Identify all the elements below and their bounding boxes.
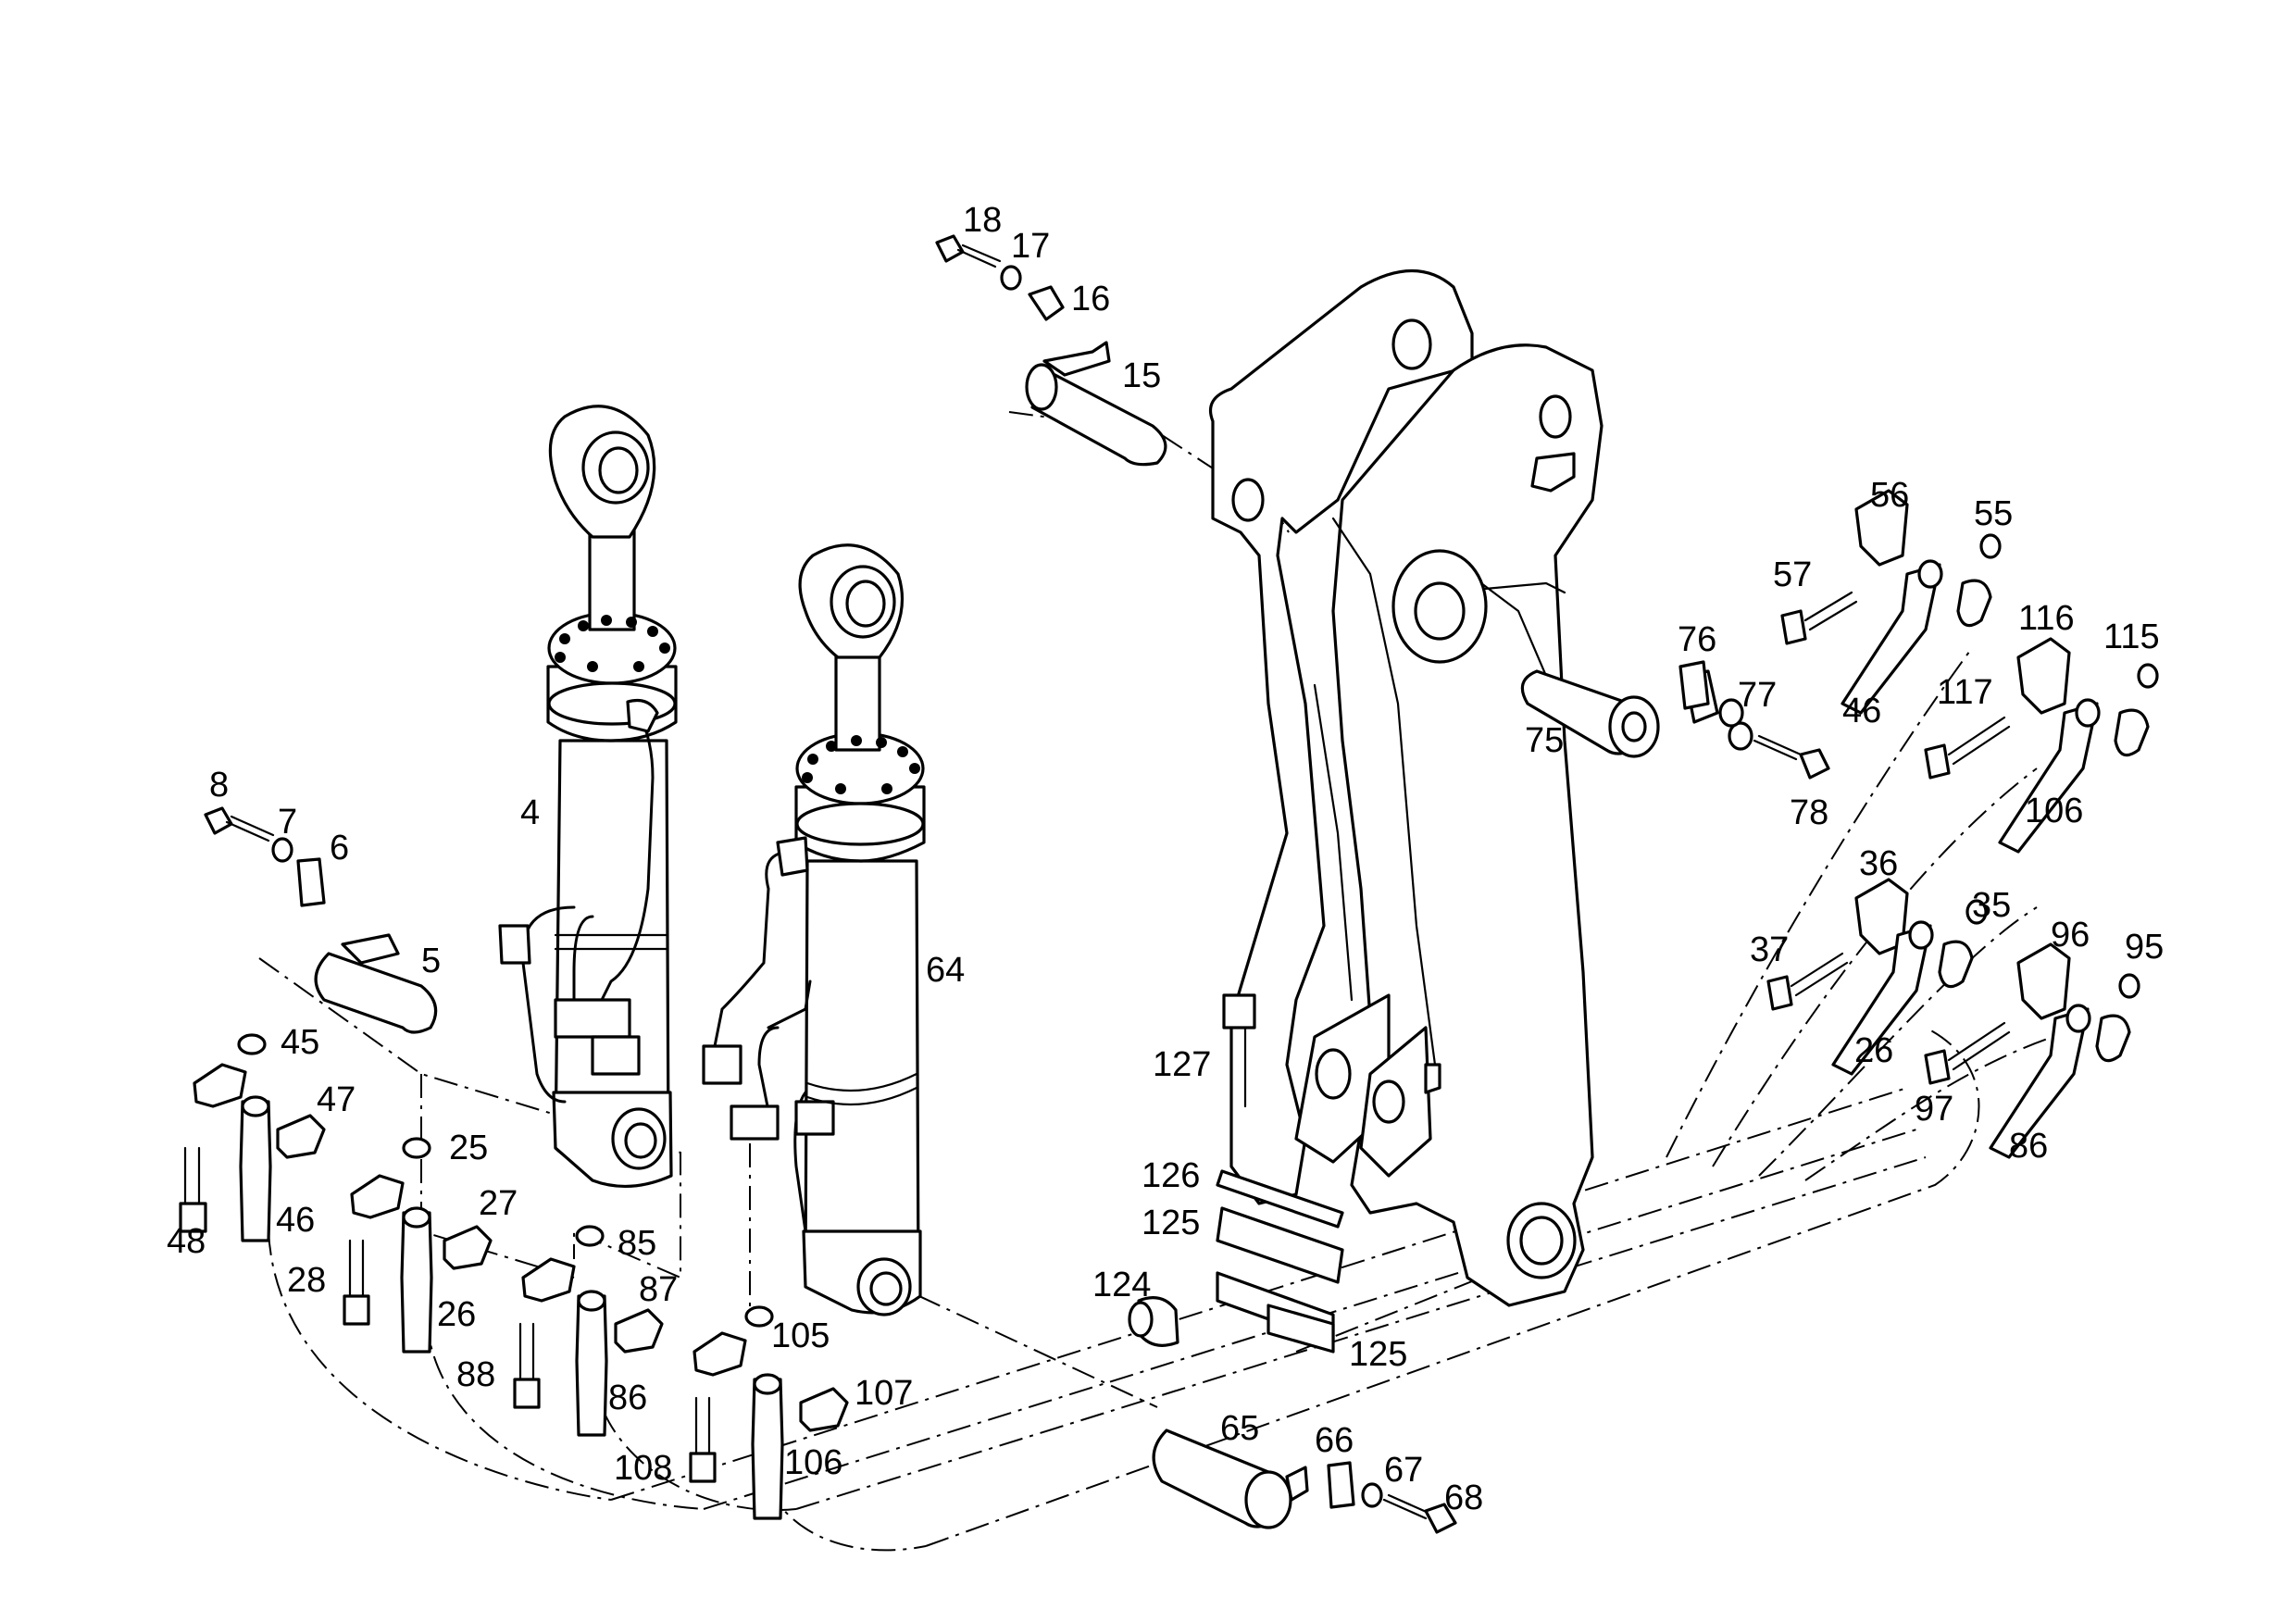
bolt-127-group [1128,993,1344,1354]
callout-106-right: 106 [2025,792,2083,830]
callout-86-left: 86 [608,1379,647,1417]
callout-125-bottom: 125 [1349,1335,1407,1374]
callout-85: 85 [618,1224,656,1263]
boom-frame [1208,269,1603,1307]
hydraulic-cylinder-64 [702,543,926,1316]
hydraulic-cylinder-4 [498,405,678,1188]
callout-65: 65 [1220,1409,1259,1448]
callout-125-top: 125 [1142,1204,1200,1242]
callout-95: 95 [2125,928,2164,967]
pin-5 [314,933,438,1034]
pin-65 [1152,1429,1309,1529]
callout-105: 105 [771,1316,830,1355]
callout-67: 67 [1384,1451,1423,1490]
callout-5: 5 [421,942,441,980]
callout-77: 77 [1738,676,1777,715]
callout-117: 117 [1937,673,1993,712]
clamp-group-36 [1766,878,1988,1076]
callout-45: 45 [281,1023,319,1062]
clamp-group-56 [1780,489,2002,715]
callout-78: 78 [1790,793,1828,832]
bolt-8-group [204,806,326,907]
callout-75: 75 [1525,721,1564,760]
callout-116: 116 [2018,599,2075,638]
callout-26-left: 26 [437,1295,476,1334]
callout-64: 64 [926,951,965,990]
pin-75 [1520,669,1660,758]
callout-37: 37 [1750,930,1789,969]
callout-15: 15 [1122,356,1161,395]
callout-115: 115 [2103,618,2160,656]
clamp-group-96 [1924,942,2140,1159]
callout-16: 16 [1071,280,1110,318]
callout-88: 88 [456,1355,495,1394]
callout-46-left: 46 [276,1201,315,1240]
callout-108: 108 [614,1449,672,1488]
head-bolts-4 [555,615,670,672]
callout-27: 27 [479,1184,518,1223]
callout-96: 96 [2051,916,2090,954]
callout-25: 25 [449,1129,488,1167]
clamp-group-116 [1924,637,2159,854]
callout-8: 8 [209,766,229,805]
head-bolts-64 [802,735,920,794]
callout-47: 47 [317,1080,356,1119]
bolt-68-group [1327,1461,1457,1534]
callout-127: 127 [1153,1045,1211,1084]
callout-55: 55 [1974,494,2013,533]
callout-18: 18 [963,201,1002,240]
callout-36: 36 [1859,844,1898,883]
callout-48: 48 [167,1222,206,1261]
callout-46-right: 46 [1842,692,1881,730]
callout-86-right: 86 [2009,1127,2048,1166]
callout-97: 97 [1915,1090,1953,1129]
callout-106-left: 106 [784,1443,842,1482]
callout-7: 7 [278,803,297,842]
callout-56: 56 [1870,476,1909,515]
clamp-group-left-45 [179,1033,326,1242]
bolt-18-group [935,234,1065,321]
callout-107: 107 [855,1374,913,1413]
callout-68: 68 [1444,1479,1483,1517]
callout-17: 17 [1011,227,1050,266]
callout-76: 76 [1678,620,1716,659]
callout-87: 87 [639,1270,678,1309]
pin-15 [1025,341,1167,467]
callout-6: 6 [330,829,349,867]
callout-35: 35 [1972,886,2011,925]
callout-4: 4 [520,793,540,832]
clamp-group-left-105 [689,1305,849,1520]
clamp-group-76 [1678,660,1744,728]
callout-124: 124 [1092,1266,1151,1304]
callout-66: 66 [1315,1421,1354,1460]
callout-57: 57 [1773,555,1812,594]
callout-labels: 18 17 16 15 56 55 57 46 116 115 76 77 11… [167,201,2164,1517]
clamp-group-left-85 [513,1225,664,1437]
clamp-group-left-25 [343,1137,493,1354]
callout-28: 28 [287,1261,326,1300]
callout-26-right: 26 [1854,1031,1893,1070]
callout-126: 126 [1142,1156,1200,1195]
